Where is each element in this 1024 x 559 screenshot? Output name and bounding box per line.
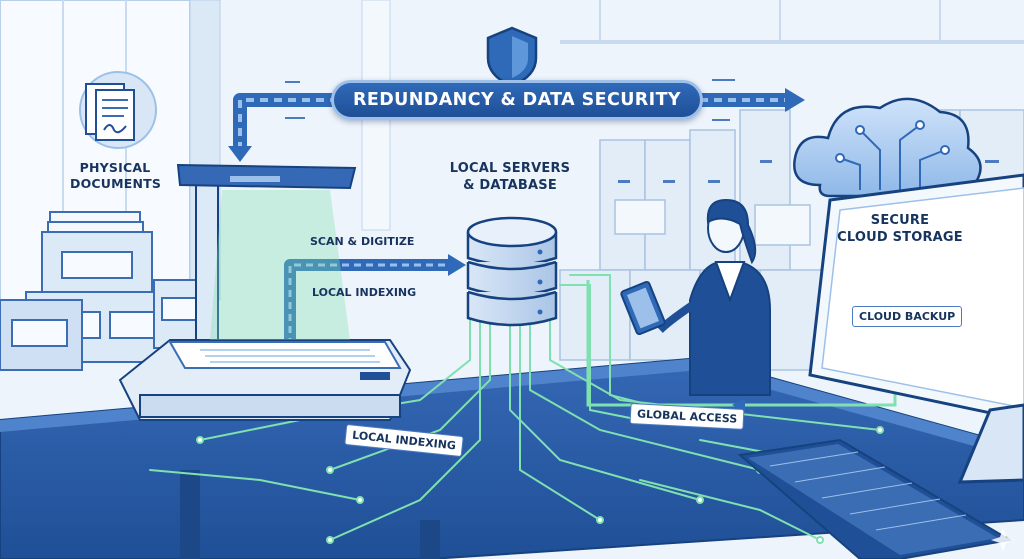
local-servers-line1: LOCAL SERVERS [449,161,571,176]
local-servers-label: LOCAL SERVERS & DATABASE [440,160,580,194]
cloud-storage-label: SECURE CLOUD STORAGE [820,212,980,246]
tablet-icon [620,280,666,336]
scan-digitize-tag: SCAN & DIGITIZE [310,235,415,248]
book-scanner-icon [118,163,412,421]
documents-icon [79,71,157,149]
cloud-backup-tag: CLOUD BACKUP [852,306,963,327]
sparkle-icon [991,528,1015,552]
keyboard-icon [737,438,1013,559]
physical-documents-line1: PHYSICAL [79,160,151,175]
physical-documents-label: PHYSICAL DOCUMENTS [70,160,162,192]
local-servers-line2: & DATABASE [463,178,557,193]
person-figure [657,198,771,396]
scan-flow-arrow [284,254,466,345]
physical-documents-line2: DOCUMENTS [70,176,162,191]
cloud-storage-line2: CLOUD STORAGE [837,230,963,245]
cloud-storage-line1: SECURE [870,213,930,228]
server-stack-icon [466,216,558,327]
monitor-icon [808,173,1024,484]
shield-icon [486,26,538,88]
security-flow-arrow [228,79,805,162]
local-indexing-upper-tag: LOCAL INDEXING [312,286,417,299]
circuit-traces [149,274,881,541]
title-banner: REDUNDANCY & DATA SECURITY [331,80,703,120]
